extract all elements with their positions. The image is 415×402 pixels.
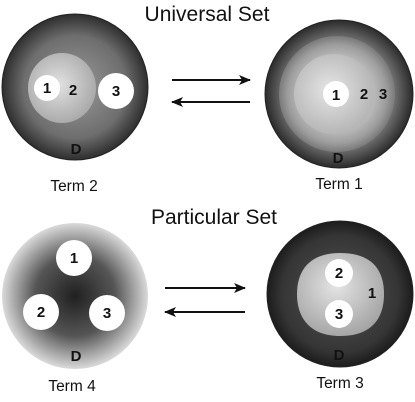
term3-set-3-circle (325, 300, 353, 328)
term4-caption: Term 4 (48, 378, 96, 395)
term2-set-1-region (28, 53, 96, 123)
term2-label-3: 3 (112, 83, 120, 100)
term2-set-3-circle (98, 73, 134, 109)
term4-label-2: 2 (37, 304, 45, 321)
term2-label-2: 2 (69, 82, 77, 99)
term4-set-1-circle (56, 240, 92, 276)
particular-set-title: Particular Set (151, 206, 277, 229)
term2-diagram: 1 2 3 D (1, 13, 149, 161)
term1-label-d: D (333, 150, 344, 167)
term4-set-2-circle (23, 294, 59, 330)
term1-label-3: 3 (379, 86, 387, 103)
term3-label-2: 2 (335, 265, 343, 282)
term3-set-2-circle (325, 259, 353, 287)
term4-domain-circle (2, 223, 148, 369)
term2-label-d: D (71, 141, 82, 158)
term1-label-2: 2 (360, 86, 368, 103)
term4-label-3: 3 (103, 305, 111, 322)
term1-caption: Term 1 (315, 176, 362, 193)
term3-set-1-region (297, 253, 384, 336)
term4-diagram: 1 2 3 D (2, 223, 148, 369)
term1-label-1: 1 (332, 87, 340, 104)
term3-label-d: D (334, 347, 345, 364)
universal-set-title: Universal Set (145, 3, 270, 26)
term3-label-3: 3 (335, 306, 343, 323)
term1-set-1-core (323, 81, 349, 107)
term3-label-1: 1 (368, 285, 376, 302)
term4-label-1: 1 (70, 250, 78, 267)
term4-set-3-circle (89, 295, 125, 331)
term4-label-d: D (71, 348, 82, 365)
term1-diagram: 1 2 3 D (264, 19, 414, 169)
term3-caption: Term 3 (316, 375, 363, 392)
term2-caption: Term 2 (50, 178, 97, 195)
term3-diagram: 1 2 3 D (266, 220, 414, 368)
term2-set-1-core (34, 75, 60, 101)
term2-label-1: 1 (43, 80, 51, 97)
